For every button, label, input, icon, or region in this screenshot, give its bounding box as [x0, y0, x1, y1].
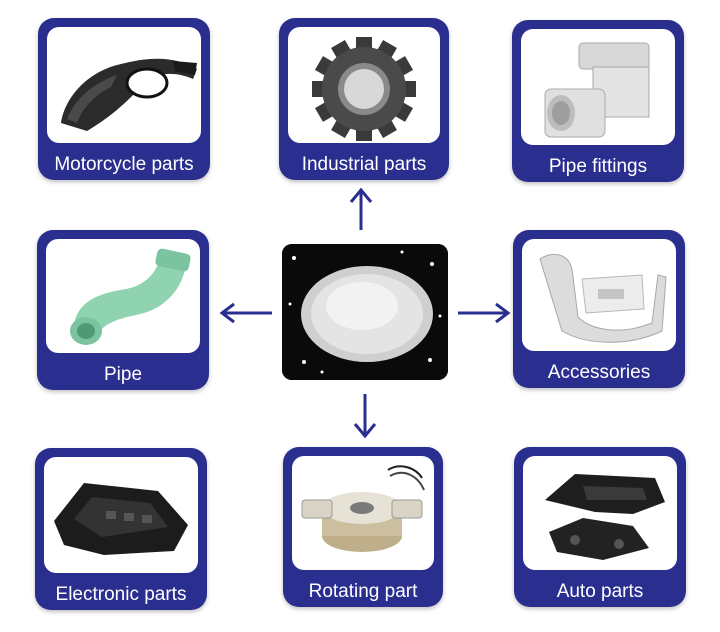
- arrow-left: [219, 302, 272, 324]
- motor-rotor-photo: [292, 456, 434, 570]
- card-label: Motorcycle parts: [54, 154, 194, 175]
- card-pipe: Pipe: [37, 230, 209, 390]
- black-electronic-frame-photo: [44, 457, 198, 573]
- card-label: Electronic parts: [55, 584, 187, 605]
- black-auto-bracket-photo: [523, 456, 677, 570]
- arrow-down: [353, 394, 377, 439]
- card-motorcycle-parts: Motorcycle parts: [38, 18, 210, 180]
- spur-gear-photo: [288, 27, 440, 143]
- center-pellets: [282, 244, 448, 380]
- arrow-right: [458, 302, 511, 324]
- card-label: Pipe fittings: [548, 156, 648, 177]
- pipe-elbow-fitting-photo: [521, 29, 675, 145]
- card-pipe-fittings: Pipe fittings: [512, 20, 684, 182]
- card-label: Accessories: [547, 362, 651, 383]
- plastic-housing-photo: [522, 239, 676, 351]
- card-rotating-part: Rotating part: [283, 447, 443, 607]
- carbon-motorcycle-fairing-photo: [47, 27, 201, 143]
- card-electronic-parts: Electronic parts: [35, 448, 207, 610]
- card-label: Industrial parts: [301, 154, 427, 175]
- card-accessories: Accessories: [513, 230, 685, 388]
- arrow-up: [349, 187, 373, 230]
- card-label: Pipe: [103, 364, 143, 385]
- green-pipe-elbow-photo: [46, 239, 200, 353]
- card-industrial-parts: Industrial parts: [279, 18, 449, 180]
- card-label: Auto parts: [556, 581, 644, 602]
- card-label: Rotating part: [308, 581, 418, 602]
- white-pellets-photo: [282, 244, 448, 380]
- card-auto-parts: Auto parts: [514, 447, 686, 607]
